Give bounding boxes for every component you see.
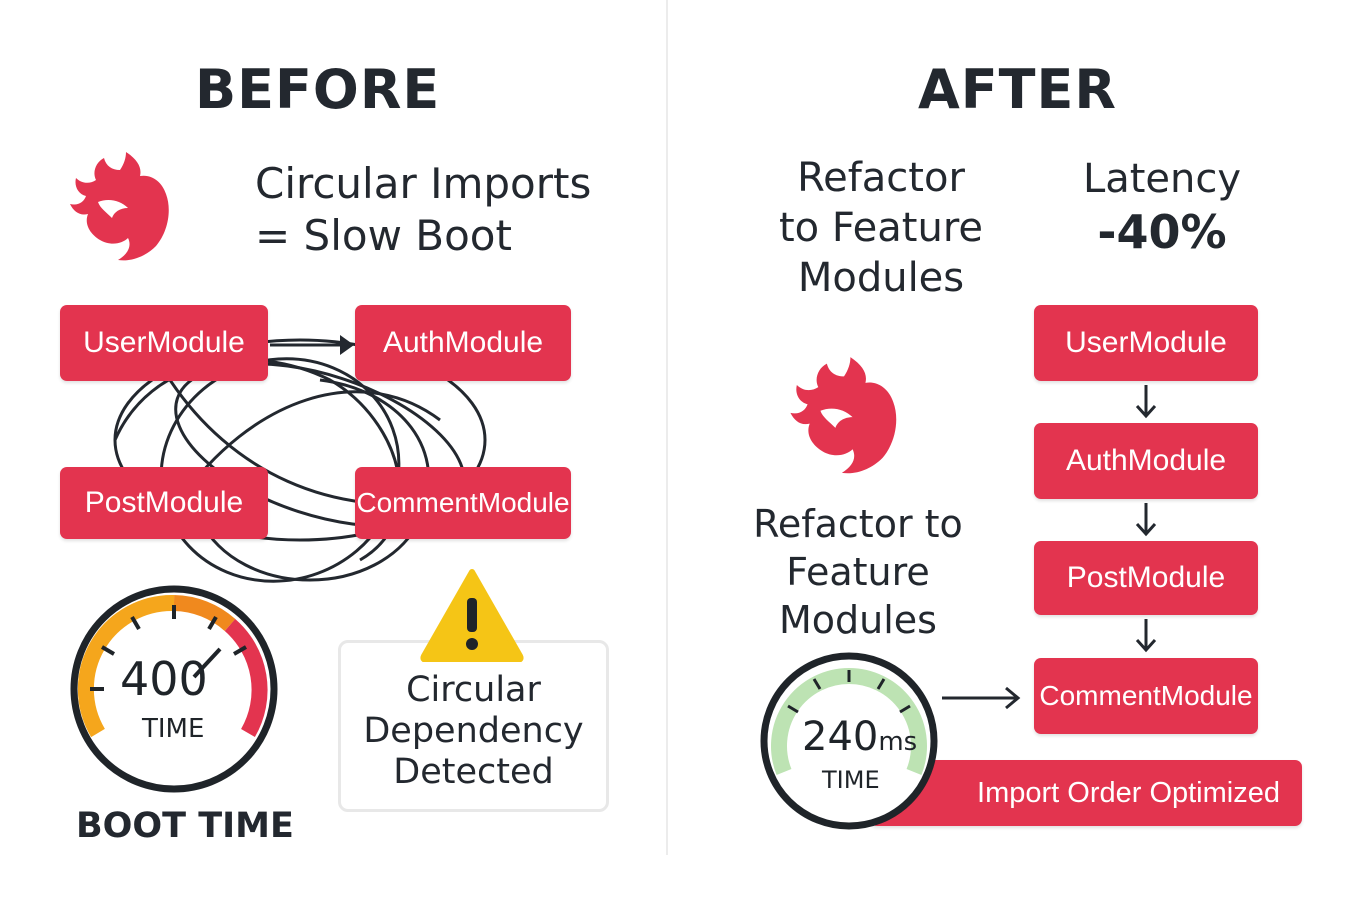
after-gauge-unit: ms bbox=[878, 727, 918, 757]
boot-time-gauge bbox=[70, 585, 278, 793]
before-caption: Circular Imports = Slow Boot bbox=[255, 158, 591, 262]
after-heading: AFTER bbox=[918, 58, 1117, 121]
latency-value: -40% bbox=[1097, 205, 1227, 259]
warning-line: Dependency bbox=[363, 711, 584, 751]
after-post-module: PostModule bbox=[1034, 541, 1258, 615]
nestjs-logo-icon bbox=[790, 357, 897, 474]
after-gauge-label: TIME bbox=[822, 766, 880, 794]
after-user-module: UserModule bbox=[1034, 305, 1258, 381]
warning-icon bbox=[420, 569, 524, 662]
nestjs-logo-icon bbox=[70, 152, 169, 261]
before-comment-module: CommentModule bbox=[355, 467, 571, 539]
after-time-gauge bbox=[760, 652, 938, 830]
refactor-lower-line: Feature bbox=[786, 550, 930, 594]
section-divider bbox=[666, 0, 668, 855]
warning-line: Circular bbox=[406, 670, 541, 710]
before-user-module: UserModule bbox=[60, 305, 268, 381]
refactor-lower-line: Modules bbox=[779, 598, 937, 642]
before-gauge-value: 400 bbox=[120, 652, 208, 706]
refactor-lower-text: Refactor to Feature Modules bbox=[728, 500, 988, 644]
warning-line: Detected bbox=[393, 752, 554, 792]
before-heading: BEFORE bbox=[195, 58, 441, 121]
refactor-line: to Feature bbox=[778, 205, 984, 251]
refactor-line: Refactor bbox=[797, 155, 965, 201]
after-gauge-readout: 240ms bbox=[802, 714, 917, 760]
circular-dependency-warning bbox=[338, 640, 609, 812]
latency-label: Latency bbox=[1082, 156, 1242, 202]
before-post-module: PostModule bbox=[60, 467, 268, 539]
import-order-banner: Import Order Optimized bbox=[870, 760, 1302, 826]
warning-text: Circular Dependency Detected bbox=[338, 670, 609, 793]
refactor-lower-line: Refactor to bbox=[753, 502, 963, 546]
boot-time-label: BOOT TIME bbox=[76, 806, 294, 846]
refactor-title: Refactor to Feature Modules bbox=[745, 153, 1017, 303]
after-gauge-value: 240 bbox=[802, 714, 879, 760]
caption-line: = Slow Boot bbox=[255, 211, 512, 260]
refactor-line: Modules bbox=[797, 255, 965, 301]
caption-line: Circular Imports bbox=[255, 159, 592, 208]
before-gauge-label: TIME bbox=[142, 714, 205, 744]
before-auth-module: AuthModule bbox=[355, 305, 571, 381]
latency-block: Latency -40% bbox=[1062, 155, 1262, 261]
after-auth-module: AuthModule bbox=[1034, 423, 1258, 499]
after-comment-module: CommentModule bbox=[1034, 658, 1258, 734]
